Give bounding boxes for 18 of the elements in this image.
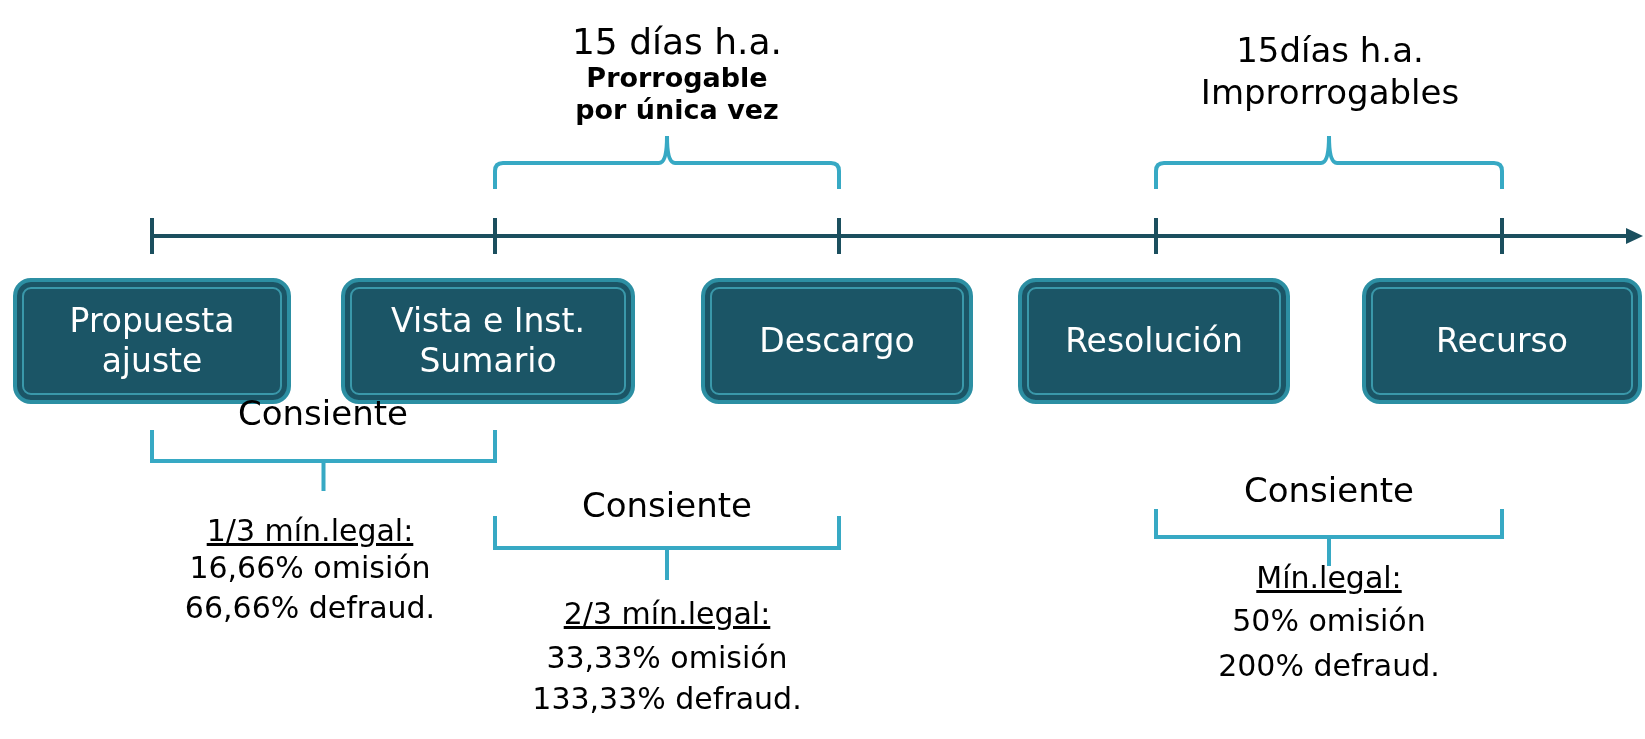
penalty-heading: 1/3 mín.legal: [206, 513, 414, 549]
penalty-text: 50% omisión [1232, 603, 1426, 639]
penalty-text: 133,33% defraud. [532, 681, 802, 717]
duration-note: Improrrogables [1200, 72, 1460, 113]
penalty-text: 16,66% omisión [189, 550, 431, 586]
penalty-heading: 2/3 mín.legal: [563, 596, 771, 632]
process-box: Resolución [1018, 278, 1290, 404]
duration-note: Prorrogable por única vez [574, 62, 780, 127]
process-box: Recurso [1362, 278, 1642, 404]
bracket-label: Consiente [1244, 470, 1414, 511]
penalty-text: 33,33% omisión [546, 640, 788, 676]
penalty-heading: Mín.legal: [1256, 560, 1402, 596]
bracket-label: Consiente [582, 485, 752, 526]
duration-note: 15días h.a. [1236, 30, 1424, 71]
penalty-text: 66,66% defraud. [184, 590, 436, 626]
penalty-text: 200% defraud. [1218, 648, 1440, 684]
process-box: Descargo [701, 278, 973, 404]
duration-note: 15 días h.a. [571, 20, 783, 64]
